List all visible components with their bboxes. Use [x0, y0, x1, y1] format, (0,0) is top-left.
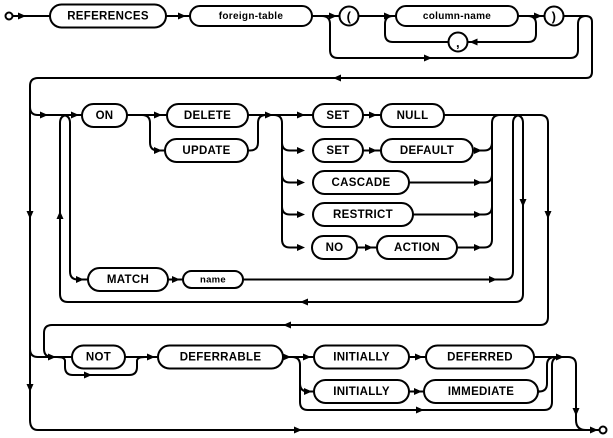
terminal-on: ON	[81, 103, 128, 128]
terminal-set-2-label: SET	[326, 145, 349, 157]
punct-open-paren-label: (	[347, 9, 352, 24]
terminal-deferred-shape	[425, 344, 535, 370]
terminal-initially-2-shape	[313, 379, 410, 404]
punct-close-paren-label: )	[552, 9, 557, 24]
terminal-set-1: SET	[312, 103, 364, 128]
terminal-set-1-shape	[312, 103, 364, 128]
terminal-immediate-label: IMMEDIATE	[448, 386, 514, 398]
terminal-deferrable: DEFERRABLE	[157, 344, 284, 370]
terminal-initially-1-shape	[313, 344, 410, 370]
nonterminal-foreign-table: foreign-table	[189, 5, 313, 27]
end-node	[598, 425, 608, 435]
start-node	[4, 11, 14, 21]
terminal-match-label: MATCH	[107, 274, 149, 286]
terminal-immediate-shape	[423, 379, 539, 404]
terminal-references-label: REFERENCES	[67, 11, 149, 23]
terminal-null-label: NULL	[397, 110, 429, 122]
terminal-initially-2-label: INITIALLY	[333, 386, 390, 398]
punct-comma-label: ,	[456, 35, 460, 50]
terminal-immediate: IMMEDIATE	[423, 379, 539, 404]
terminal-restrict-shape	[312, 202, 414, 227]
terminal-deferrable-label: DEFERRABLE	[180, 352, 262, 364]
terminal-match-shape	[87, 267, 169, 292]
terminal-no-shape	[311, 235, 358, 260]
terminal-initially-1-label: INITIALLY	[333, 352, 390, 364]
terminal-cascade: CASCADE	[312, 170, 410, 195]
terminal-set-2: SET	[312, 138, 364, 163]
nonterminal-column-name-shape	[395, 5, 519, 27]
punct-comma: ,	[447, 31, 469, 53]
terminal-update: UPDATE	[164, 138, 249, 163]
punct-open-paren: (	[338, 5, 360, 27]
terminal-set-2-shape	[312, 138, 364, 163]
terminal-not-shape	[71, 344, 126, 370]
terminal-deferrable-shape	[157, 344, 284, 370]
terminal-default-shape	[380, 138, 474, 163]
nonterminal-name-shape	[182, 270, 244, 289]
nonterminal-name: name	[182, 270, 244, 289]
nonterminal-foreign-table-label: foreign-table	[219, 11, 284, 22]
terminal-no: NO	[311, 235, 358, 260]
terminal-delete-shape	[166, 103, 249, 128]
terminal-action-shape	[376, 235, 458, 260]
terminal-action: ACTION	[376, 235, 458, 260]
terminal-deferred-label: DEFERRED	[447, 352, 513, 364]
terminal-on-shape	[81, 103, 128, 128]
terminal-delete: DELETE	[166, 103, 249, 128]
terminal-null-shape	[380, 103, 445, 128]
terminal-restrict: RESTRICT	[312, 202, 414, 227]
terminal-default-label: DEFAULT	[400, 145, 454, 157]
terminal-no-label: NO	[326, 242, 344, 254]
terminal-default: DEFAULT	[380, 138, 474, 163]
terminal-update-label: UPDATE	[182, 145, 230, 157]
arrowheads	[18, 12, 598, 434]
nonterminal-column-name: column-name	[395, 5, 519, 27]
nodes-layer: REFERENCES foreign-table ( column-name), ON D…	[4, 3, 608, 435]
terminal-restrict-label: RESTRICT	[333, 209, 393, 221]
terminal-not-label: NOT	[86, 352, 111, 364]
nonterminal-column-name-label: column-name	[423, 11, 491, 22]
terminal-references-shape	[49, 3, 167, 29]
terminal-on-label: ON	[96, 110, 114, 122]
terminal-null: NULL	[380, 103, 445, 128]
punct-open-paren-shape	[338, 5, 360, 27]
terminal-cascade-shape	[312, 170, 410, 195]
end-dot-icon	[598, 425, 608, 435]
terminal-initially-2: INITIALLY	[313, 379, 410, 404]
terminal-delete-label: DELETE	[184, 110, 231, 122]
punct-comma-shape	[447, 31, 469, 53]
terminal-set-1-label: SET	[326, 110, 349, 122]
nonterminal-name-label: name	[200, 275, 226, 286]
terminal-initially-1: INITIALLY	[313, 344, 410, 370]
punct-close-paren: )	[543, 5, 565, 27]
terminal-action-label: ACTION	[394, 242, 440, 254]
terminal-cascade-label: CASCADE	[332, 177, 391, 189]
terminal-references: REFERENCES	[49, 3, 167, 29]
terminal-match: MATCH	[87, 267, 169, 292]
terminal-deferred: DEFERRED	[425, 344, 535, 370]
start-dot-icon	[4, 11, 14, 21]
terminal-update-shape	[164, 138, 249, 163]
terminal-not: NOT	[71, 344, 126, 370]
nonterminal-foreign-table-shape	[189, 5, 313, 27]
punct-close-paren-shape	[543, 5, 565, 27]
